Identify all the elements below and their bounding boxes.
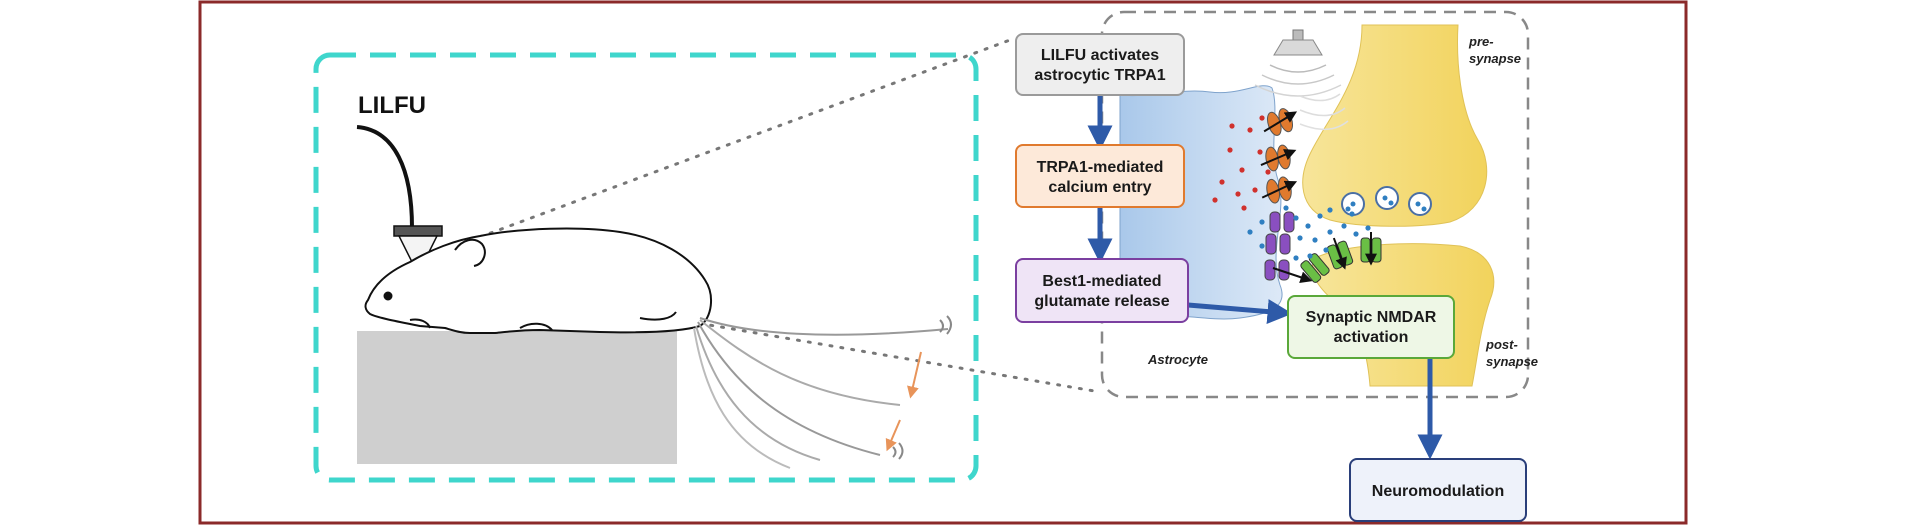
synapse-dashed-box <box>1100 10 1530 399</box>
presynapse-terminal <box>1302 24 1488 227</box>
step4-line1: Synaptic NMDAR <box>1306 309 1437 326</box>
nmdar-channels <box>1300 232 1382 283</box>
lilfu-label: LILFU <box>358 92 426 119</box>
step3-line1: Best1-mediated <box>1042 273 1161 290</box>
step3-line2: glutamate release <box>1034 293 1169 310</box>
step-box-calcium-entry: TRPA1-mediated calcium entry <box>1015 144 1185 208</box>
step2-line2: calcium entry <box>1048 179 1151 196</box>
tail-motion-lines <box>693 315 952 469</box>
step-box-glutamate-release: Best1-mediated glutamate release <box>1015 258 1189 323</box>
postsynapse-label-1: post- <box>1485 337 1518 352</box>
astrocyte-label: Astrocyte <box>1147 352 1208 367</box>
calcium-ions <box>1212 115 1271 211</box>
step4-line2: activation <box>1334 329 1409 346</box>
step-box-nmdar-activation: Synaptic NMDAR activation <box>1287 295 1455 359</box>
glutamate-particles <box>1247 205 1371 261</box>
mouse-illustration <box>364 227 712 334</box>
presynapse-label-2: synapse <box>1469 51 1521 66</box>
best1-channels <box>1264 211 1313 284</box>
step1-line2: astrocytic TRPA1 <box>1034 67 1165 84</box>
transducer-cable <box>356 125 414 229</box>
step-box-lilfu-activates-trpa1: LILFU activates astrocytic TRPA1 <box>1015 33 1185 96</box>
presynapse-label-1: pre- <box>1468 34 1494 49</box>
experiment-dashed-box <box>313 52 979 483</box>
step5-line1: Neuromodulation <box>1372 483 1504 500</box>
postsynapse-label-2: synapse <box>1486 354 1538 369</box>
step-box-neuromodulation: Neuromodulation <box>1349 458 1527 522</box>
step2-line1: TRPA1-mediated <box>1037 159 1164 176</box>
synaptic-vesicles <box>1341 186 1432 216</box>
ultrasound-source-icon <box>1254 29 1349 130</box>
step1-line1: LILFU activates <box>1041 47 1159 64</box>
trpa1-channels <box>1260 108 1298 204</box>
platform-block <box>357 331 677 464</box>
zoom-line-top <box>416 38 1012 262</box>
flow-arrows <box>1087 95 1443 460</box>
outer-frame <box>198 0 1688 525</box>
